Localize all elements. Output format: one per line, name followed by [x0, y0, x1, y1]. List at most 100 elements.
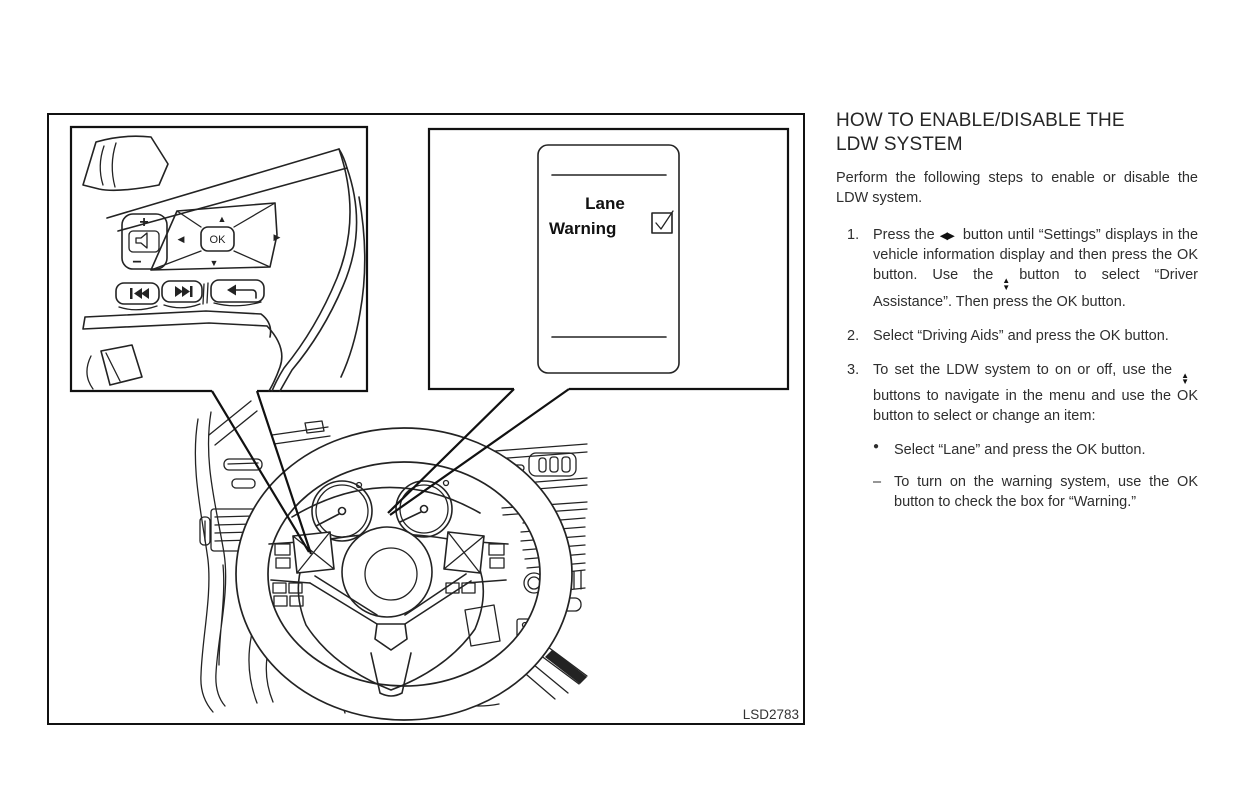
right-switch-cross	[443, 531, 485, 574]
dpad-down-icon: ▼	[210, 258, 219, 268]
step-text: To set the LDW system to on or off, use …	[873, 361, 1173, 378]
left-switch-key	[273, 595, 288, 607]
previous-track-icon	[130, 288, 149, 299]
next-track-button	[161, 280, 203, 303]
volume-cluster-outline	[121, 213, 168, 270]
callout-to-wheel-switches	[211, 390, 313, 555]
dash-item: – To turn on the warning system, use the…	[873, 472, 1198, 512]
step-number: 1.	[847, 227, 860, 244]
spoke-lower-band	[82, 310, 283, 392]
bullet-item: ● Select “Lane” and press the OK button.	[873, 440, 1198, 460]
horn-pad-outer	[341, 526, 433, 618]
bottom-spoke	[309, 573, 472, 697]
step-item-3: 3. To set the LDW system to on or off, u…	[836, 360, 1198, 512]
right-vent-slat	[549, 456, 559, 473]
instructions-column: HOW TO ENABLE/DISABLE THE LDW SYSTEM Per…	[836, 109, 1198, 526]
screen-label-line1: Lane	[585, 194, 625, 213]
airbag-pad	[297, 533, 485, 691]
callout-to-cluster	[387, 388, 570, 516]
volume-control-cluster: + −	[121, 213, 168, 271]
left-door-lines	[194, 411, 227, 713]
next-tri	[182, 286, 190, 297]
figure-code: LSD2783	[743, 707, 799, 722]
step-text: button until “Settings” displays in the …	[873, 227, 1199, 284]
step-item-2: 2. Select “Driving Aids” and press the O…	[836, 326, 1198, 346]
prev-tri	[134, 288, 142, 299]
prev-bar	[130, 288, 133, 299]
up-arrow-glyph: ▲	[1002, 276, 1011, 286]
back-shaft	[234, 289, 257, 299]
step-text: Select “Driving Aids” and press the OK b…	[873, 327, 1169, 344]
volume-down-button: −	[132, 254, 141, 271]
cluster-hood	[291, 486, 481, 518]
callout-lines	[211, 388, 570, 555]
gauge-right-outer	[395, 480, 453, 538]
left-right-arrows-icon: ◀▶	[940, 229, 955, 243]
page-title-line2: LDW SYSTEM	[836, 133, 963, 155]
sub-items-list: ● Select “Lane” and press the OK button.…	[873, 440, 1198, 512]
left-switch-key	[275, 557, 291, 569]
turn-signal-stalk	[82, 135, 169, 192]
display-inset-border	[427, 127, 790, 391]
gauge-right-needle	[399, 511, 422, 523]
dpad-left-icon: ◀	[178, 234, 185, 244]
step-number: 2.	[847, 327, 860, 344]
right-arrow-glyph: ▶	[946, 230, 955, 243]
steering-wheel-rim	[235, 427, 573, 721]
right-lower-panel	[464, 604, 501, 647]
right-vent-slat	[538, 457, 547, 473]
screen-divider-lines	[551, 174, 667, 338]
dpad-cross-lines	[150, 202, 276, 271]
dash-top-right-lines	[494, 443, 588, 516]
step-text: buttons to navigate in the menu and use …	[873, 387, 1198, 424]
right-switch-key	[489, 557, 505, 569]
gauge-left-outer	[311, 480, 373, 542]
back-button	[210, 279, 265, 303]
controls-inset: + − OK ▲ ▼ ◀ ▶	[69, 125, 369, 393]
left-louver	[223, 458, 263, 471]
up-arrow-glyph: ▲	[1181, 370, 1189, 380]
wheel-rim-right-curves	[271, 148, 366, 392]
dpad-outline	[150, 202, 278, 271]
dpad-right-icon: ▶	[274, 232, 281, 242]
left-switch-key	[288, 582, 303, 594]
cluster-screw	[355, 481, 363, 489]
left-switch-cross	[292, 531, 335, 574]
dpad-cluster: OK ▲ ▼ ◀ ▶	[150, 202, 281, 271]
back-head	[227, 284, 236, 296]
cluster-screw	[442, 479, 450, 487]
steps-list: 1. Press the ◀▶button until “Settings” di…	[836, 225, 1198, 511]
right-switch-key	[488, 543, 505, 556]
dash-small-panel	[304, 420, 325, 434]
stalk-cap-lines	[99, 142, 117, 188]
dpad-up-icon: ▲	[218, 214, 227, 224]
gauge-left-hub	[337, 506, 347, 516]
horn-pad-inner	[364, 547, 418, 601]
figure-svg: + − OK ▲ ▼ ◀ ▶	[47, 113, 805, 725]
up-down-arrows-icon: ▲▼	[1002, 276, 1011, 291]
bottom-spoke-stem	[370, 652, 412, 697]
gauge-left-needle	[315, 513, 340, 527]
bullet-text: Select “Lane” and press the OK button.	[894, 441, 1146, 458]
dash-marker: –	[873, 473, 882, 490]
right-spoke-switch-cluster	[443, 531, 505, 647]
down-arrow-glyph: ▼	[1181, 377, 1189, 387]
mute-button	[128, 230, 160, 253]
step-item-1: 1. Press the ◀▶button until “Settings” di…	[836, 225, 1198, 311]
page-title: HOW TO ENABLE/DISABLE THE LDW SYSTEM	[836, 109, 1198, 157]
up-down-arrows-icon: ▲▼	[1181, 370, 1189, 387]
lower-left-lines	[86, 352, 121, 390]
gauge-right	[395, 480, 453, 538]
speaker-icon	[135, 232, 148, 249]
warning-checkbox	[651, 212, 673, 234]
left-air-vent-slats	[214, 515, 254, 542]
back-arrow-icon	[227, 284, 257, 299]
left-switch-key	[274, 543, 291, 556]
right-air-vent	[528, 452, 577, 477]
lower-left-lever	[100, 344, 143, 386]
car-interior-illustration	[194, 400, 588, 721]
stalk-outline	[82, 135, 169, 192]
console-dark-trim	[545, 650, 587, 684]
bottom-spoke-v	[309, 573, 472, 625]
step-text: Press the	[873, 227, 935, 244]
